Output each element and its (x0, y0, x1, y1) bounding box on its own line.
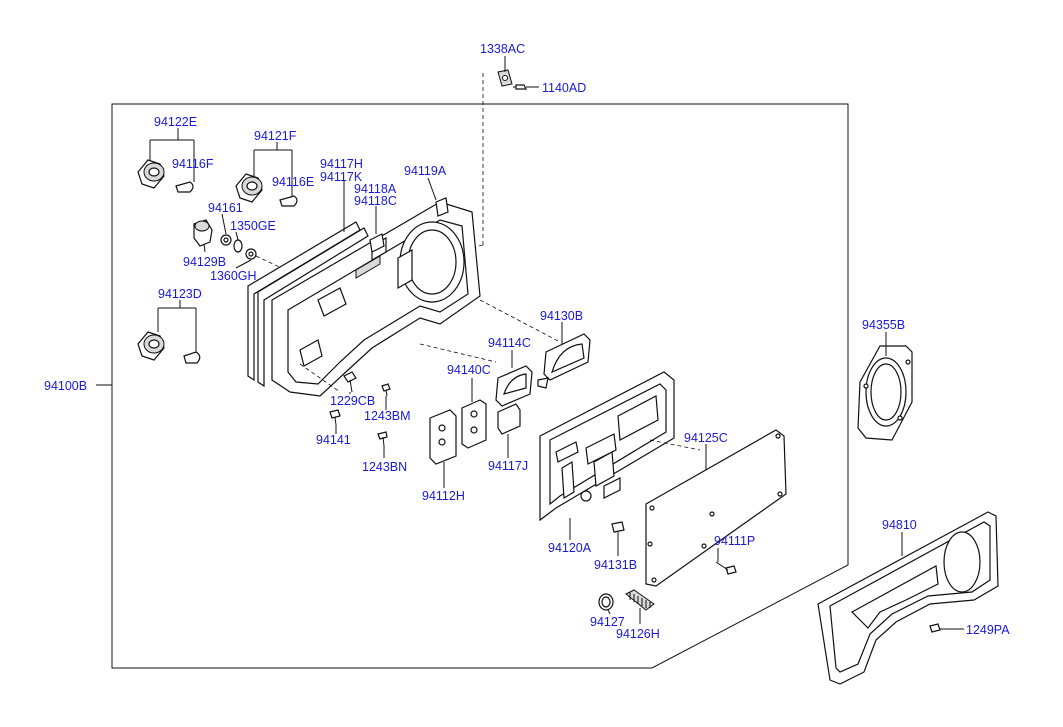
gasket-94117H (247, 221, 361, 382)
screw-1243BN (377, 431, 388, 447)
screw-1243BM (381, 383, 391, 397)
label-94116E: 94116E (272, 175, 314, 189)
label-94131B: 94131B (594, 558, 637, 572)
label-94118C: 94118C (354, 194, 397, 208)
assembly-boundary (111, 103, 849, 669)
bulb-94123D (183, 351, 201, 364)
label-94161: 94161 (208, 201, 243, 215)
nut-1338AC (497, 69, 513, 87)
label-94117K: 94117K (320, 170, 363, 184)
spring-94126H (625, 589, 655, 611)
module-94112H (429, 409, 457, 465)
speaker-94355B (857, 345, 913, 441)
label-1243BM: 1243BM (364, 409, 411, 423)
nut-1350GE (233, 239, 243, 253)
ring-94127 (598, 593, 614, 611)
gauge-94117J (497, 403, 521, 435)
label-1360GH: 1360GH (210, 269, 257, 283)
label-94116F: 94116F (172, 157, 214, 171)
label-94127: 94127 (590, 615, 625, 629)
label-94117J: 94117J (488, 459, 528, 473)
label-1243BN: 1243BN (362, 460, 407, 474)
label-94117H: 94117H (320, 157, 363, 171)
label-94122E: 94122E (154, 115, 197, 129)
label-94118A: 94118A (354, 182, 397, 196)
cluster-housing-94119A (271, 197, 481, 397)
leader-lines (96, 56, 964, 630)
rear-cover-94125C (645, 429, 787, 587)
label-94141: 94141 (316, 433, 351, 447)
label-94130B: 94130B (540, 309, 583, 323)
label-1140AD: 1140AD (542, 81, 586, 95)
screw-1249PA (929, 623, 941, 633)
screw-94131B (611, 521, 625, 546)
label-94129B: 94129B (183, 255, 226, 269)
label-1338AC: 1338AC (480, 42, 525, 56)
screw-94141 (329, 409, 341, 426)
label-94112H: 94112H (422, 489, 465, 503)
knob-94129B (193, 219, 213, 247)
label-94355B: 94355B (862, 318, 905, 332)
bulb-94116E (279, 195, 298, 207)
washer-94161 (220, 234, 232, 246)
bezel-94810 (817, 511, 999, 685)
label-94119A: 94119A (404, 164, 447, 178)
bulb-94116F (175, 181, 194, 193)
label-1350GE: 1350GE (230, 219, 276, 233)
washer-1360GH (245, 248, 257, 260)
label-1249PA: 1249PA (966, 623, 1010, 637)
label-94114C: 94114C (488, 336, 531, 350)
label-94123D: 94123D (158, 287, 202, 301)
module-94140C (461, 399, 487, 449)
label-94120A: 94120A (548, 541, 592, 555)
gauge-94114C (495, 365, 533, 407)
film-94117K (257, 227, 369, 388)
bulb-socket-94122E (137, 159, 165, 189)
label-94125C: 94125C (684, 431, 728, 445)
label-94140C: 94140C (447, 363, 491, 377)
circuit-board-94120A (539, 371, 675, 522)
label-1229CB: 1229CB (330, 394, 375, 408)
bulb-socket-94123D (137, 331, 165, 361)
screw-1229CB (343, 371, 357, 393)
gauge-94130B (537, 333, 591, 389)
label-94111P: 94111P (714, 534, 755, 548)
screw-94111P (715, 561, 737, 575)
part-labels: 1338AC 1140AD 94122E 94121F 94116F 94116… (44, 42, 1010, 641)
label-94126H: 94126H (616, 627, 660, 641)
bulb-socket-94121F (235, 173, 263, 203)
label-94121F: 94121F (254, 129, 297, 143)
label-94810: 94810 (882, 518, 917, 532)
screw-1140AD (513, 84, 527, 90)
label-94100B: 94100B (44, 379, 87, 393)
